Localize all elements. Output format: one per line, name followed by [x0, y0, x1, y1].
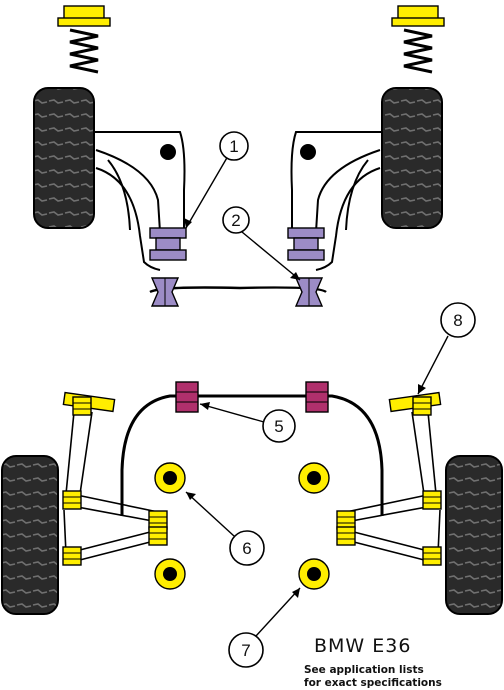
bush-1-right: [287, 227, 325, 261]
rear-right-tyre: [445, 455, 503, 615]
front-axle: 1 2: [33, 5, 445, 307]
diagram-title: BMW E36: [314, 635, 411, 657]
callout-6-label: 6: [242, 539, 251, 558]
rear-anti-roll-bar: [120, 394, 384, 516]
callout-5-circle: [262, 409, 296, 443]
callout-2-circle: [222, 206, 250, 234]
yellow-bushes-right: [336, 391, 442, 566]
callout-2-label: 2: [231, 211, 240, 230]
bush-5-right: [305, 381, 329, 413]
front-right-spring: [391, 5, 445, 74]
bush-1-left: [149, 227, 187, 261]
bush-2-right: [294, 277, 324, 307]
bush-6-right: [298, 462, 330, 494]
callout-7-label: 7: [241, 641, 250, 660]
callout-7-circle: [228, 632, 264, 668]
front-right-tyre: [381, 87, 443, 229]
callout-6-circle: [229, 530, 265, 566]
front-left-spring: [57, 5, 111, 74]
bush-6-left: [154, 462, 186, 494]
rear-axle: 5 6 7 8: [1, 302, 503, 668]
bush-7-left: [154, 558, 186, 590]
rear-right-links: [345, 411, 441, 563]
rear-left-links: [63, 411, 159, 563]
callout-8-circle: [440, 302, 476, 338]
front-left-tyre: [33, 87, 95, 229]
note-line-2: for exact specifications: [304, 677, 442, 689]
callout-1-label: 1: [229, 137, 238, 156]
note-line-1: See application lists: [304, 664, 424, 676]
rear-left-tyre: [1, 455, 59, 615]
bush-2-left: [150, 277, 180, 307]
callout-5-label: 5: [274, 417, 283, 436]
bush-7-right: [298, 558, 330, 590]
bush-5-left: [175, 381, 199, 413]
callout-8-label: 8: [453, 311, 462, 330]
callout-1-circle: [219, 131, 249, 161]
yellow-bushes-left: [62, 391, 168, 566]
